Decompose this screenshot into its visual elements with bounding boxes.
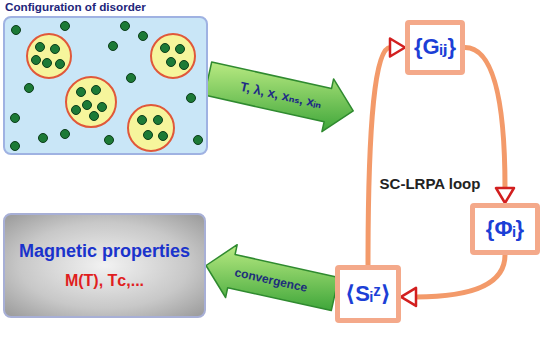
disorder-panel: Configuration of disorder: [3, 0, 208, 156]
panel-frame: [3, 16, 208, 155]
disorder-illustration: [3, 16, 208, 155]
input-arrow: [204, 62, 353, 132]
node-text: {Gᵢⱼ}: [414, 34, 456, 60]
arrow-head: [496, 188, 514, 203]
arrow-body: [204, 62, 353, 132]
arrow-body: [206, 245, 339, 311]
magnetization-box: ⟨Sᵢᶻ⟩: [335, 265, 401, 323]
loop-line: [465, 48, 505, 189]
node-text: ⟨Sᵢᶻ⟩: [345, 281, 391, 307]
results-box: Magnetic propertiesM(T), Tᴄ,...: [3, 213, 206, 318]
loop-arrow: [368, 39, 405, 266]
node-text: Magnetic properties: [19, 241, 190, 263]
node-subtext: M(T), Tᴄ,...: [65, 271, 144, 290]
arrow-head: [401, 288, 416, 306]
loop-line: [368, 48, 390, 266]
node-text: {Φᵢ}: [486, 216, 524, 242]
green-function-box: {Gᵢⱼ}: [405, 20, 465, 75]
loop-line: [416, 255, 505, 297]
field-box: {Φᵢ}: [470, 203, 540, 255]
dashed-border: [329, 3, 550, 347]
loop-arrow: [401, 255, 505, 306]
arrow-head: [390, 39, 405, 57]
node-text: Configuration of disorder: [3, 0, 208, 14]
node-text: SC-LRPA loop: [380, 175, 481, 193]
convergence-arrow: [206, 245, 339, 311]
